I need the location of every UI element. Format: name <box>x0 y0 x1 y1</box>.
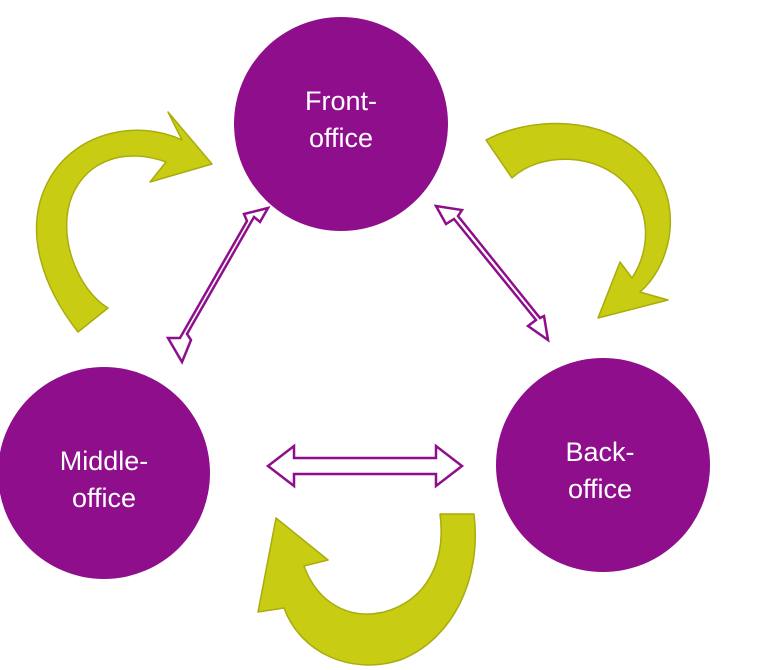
node-middle-office: Middle- office <box>0 367 210 579</box>
back-office-label-line2: office <box>568 474 632 504</box>
back-office-circle <box>496 358 710 572</box>
link-arrow-middle-back <box>265 443 465 489</box>
link-arrow-front-middle <box>165 206 271 365</box>
middle-office-label-line2: office <box>72 483 136 513</box>
cycle-arrow-back-to-middle <box>257 513 476 666</box>
back-office-label-line1: Back- <box>565 437 634 467</box>
link-arrow-front-back <box>433 204 550 343</box>
middle-office-circle <box>0 367 210 579</box>
front-office-label-line1: Front- <box>305 86 377 116</box>
middle-office-label-line1: Middle- <box>60 446 149 476</box>
node-back-office: Back- office <box>496 358 710 572</box>
cycle-arrows <box>35 111 672 666</box>
cycle-arrow-middle-to-front <box>35 111 213 333</box>
front-office-label-line2: office <box>309 123 373 153</box>
link-arrows <box>165 204 550 489</box>
cycle-arrow-front-to-back <box>485 122 672 319</box>
front-office-circle <box>234 17 448 231</box>
node-front-office: Front- office <box>234 17 448 231</box>
